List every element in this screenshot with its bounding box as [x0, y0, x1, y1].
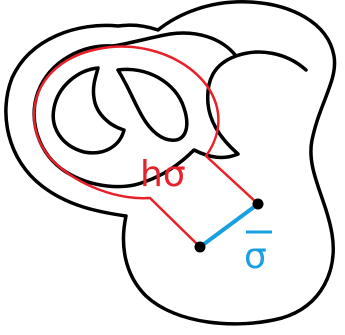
endpoint-upper — [252, 198, 264, 210]
inner-left-hole — [51, 66, 126, 155]
h-sigma-path — [32, 45, 259, 248]
inner-right-hole — [116, 67, 189, 142]
h-sigma-label: hσ — [140, 154, 186, 195]
sigma-bar-segment — [198, 202, 260, 249]
outer-boundary — [4, 0, 337, 326]
sigma-bar-label-group: σ — [244, 230, 272, 277]
sigma-bar-label: σ — [244, 236, 267, 277]
endpoint-lower — [194, 241, 206, 253]
